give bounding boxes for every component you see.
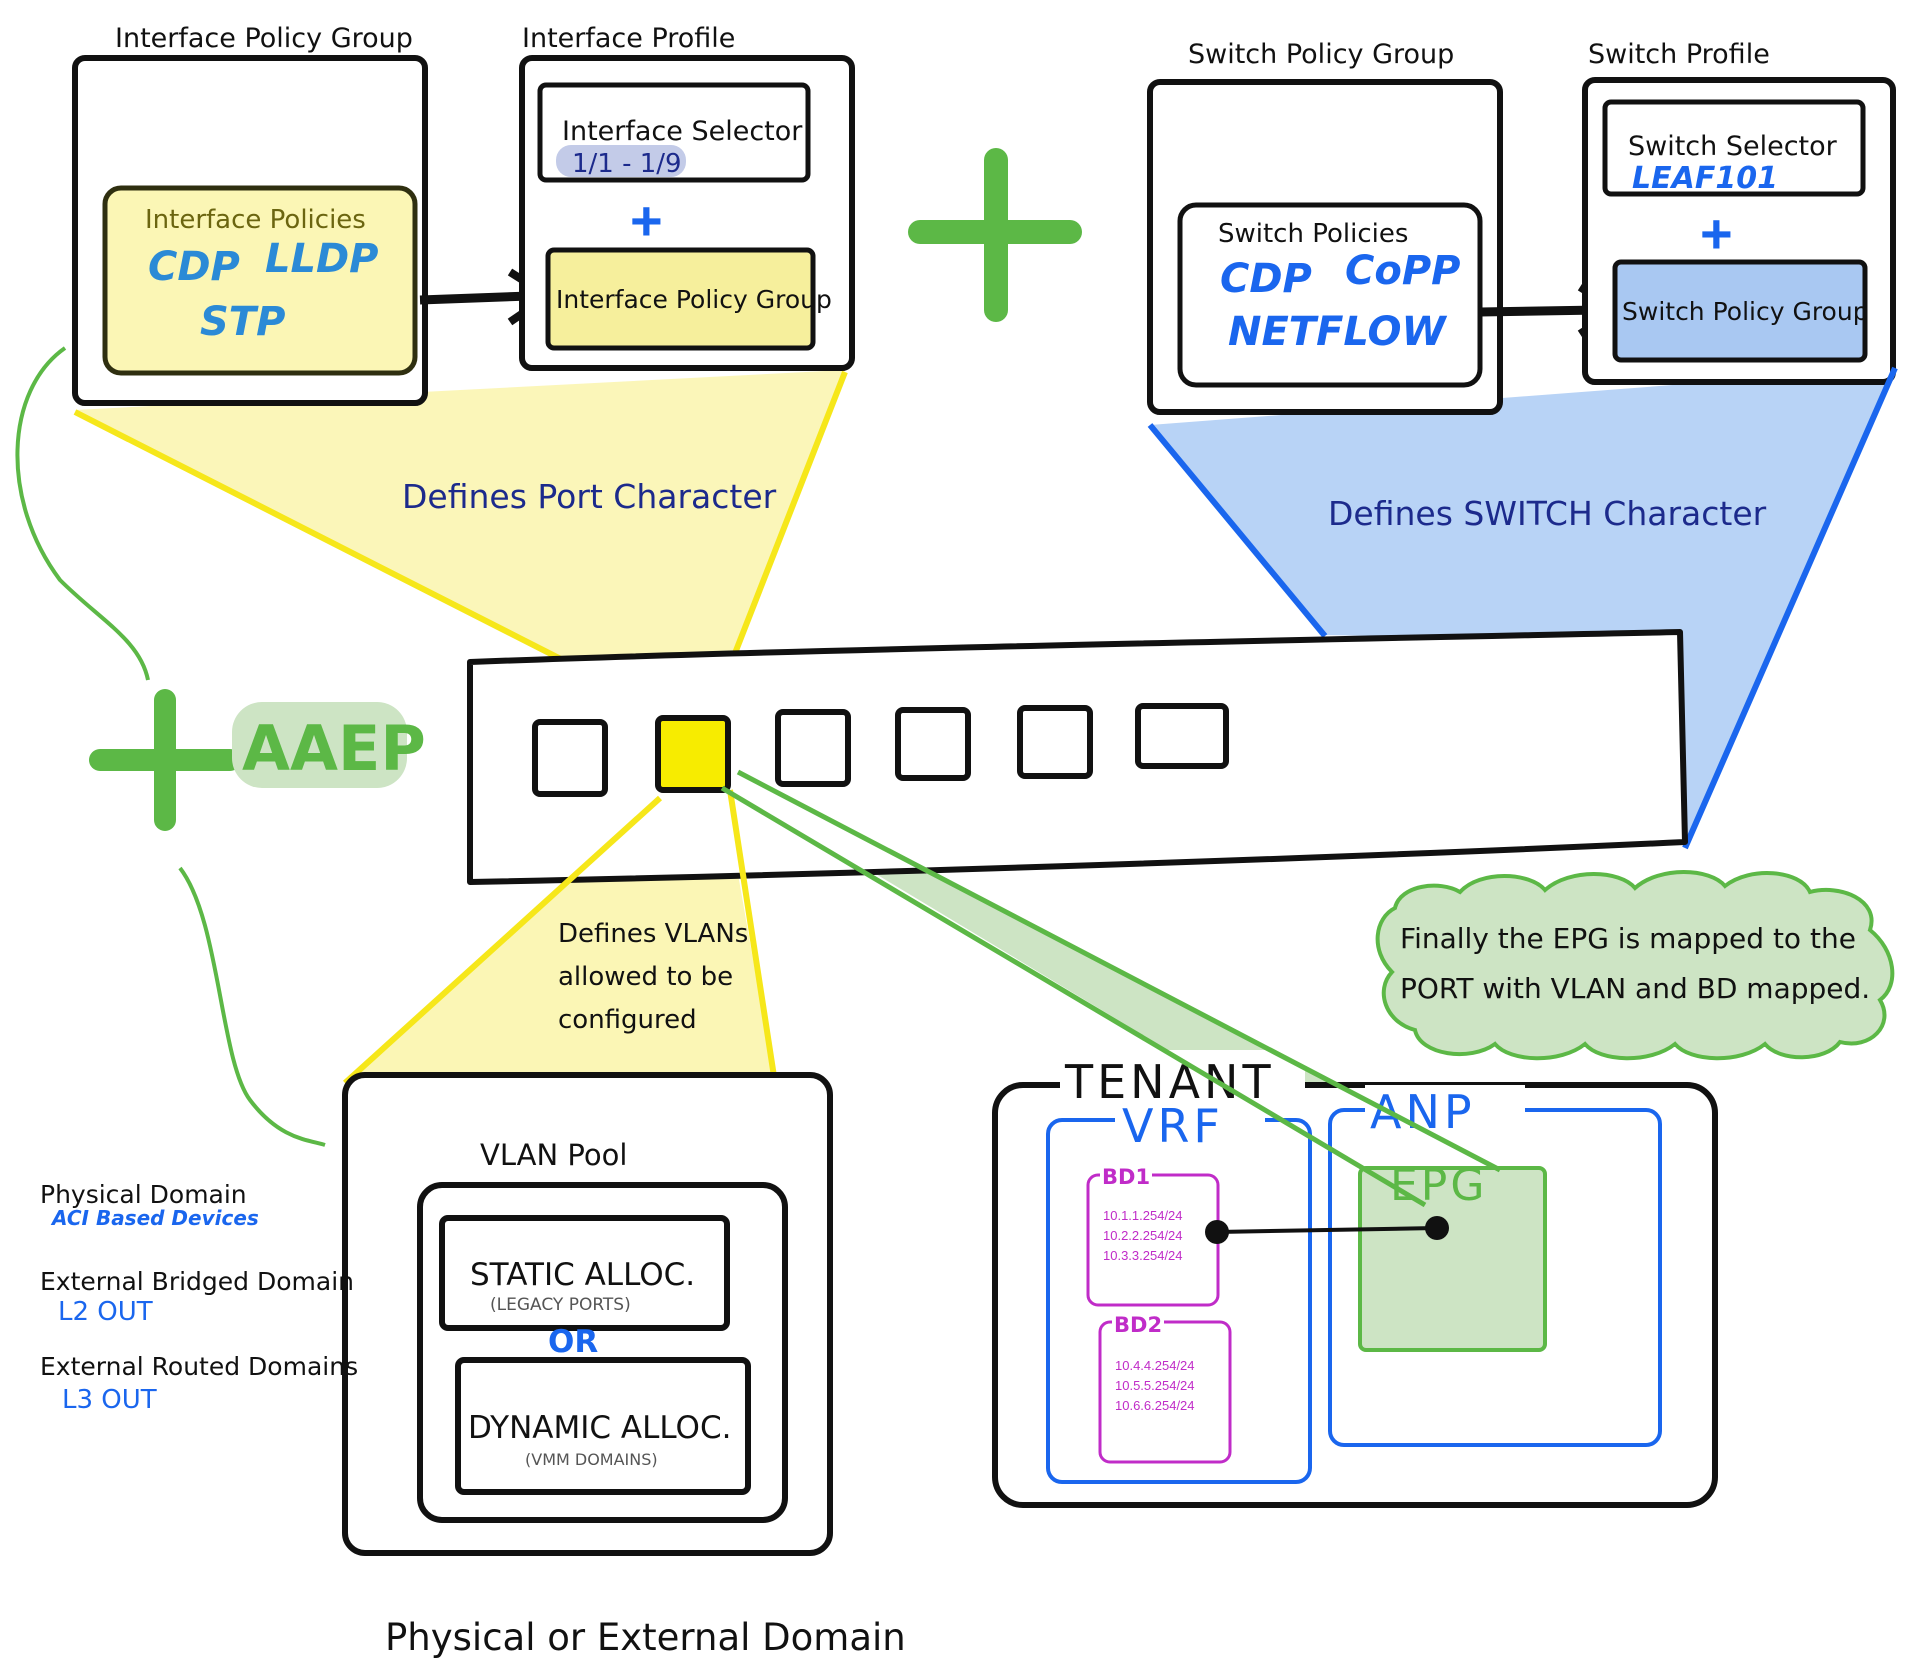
domain-bridged-sub: L2 OUT bbox=[58, 1297, 153, 1327]
domain-title: Physical or External Domain bbox=[385, 1616, 906, 1659]
interface-policy-group-title: Interface Policy Group bbox=[115, 23, 413, 54]
bd2-subnet-3: 10.6.6.254/24 bbox=[1115, 1398, 1195, 1413]
note-line-2: PORT with VLAN and BD mapped. bbox=[1400, 972, 1870, 1005]
defines-port-character: Defines Port Character bbox=[402, 477, 777, 516]
switch-policy-group-title: Switch Policy Group bbox=[1188, 39, 1454, 70]
switch-selector-label: Switch Selector bbox=[1628, 131, 1838, 162]
epg-mapping-line-1 bbox=[720, 785, 1427, 1208]
interface-profile-title: Interface Profile bbox=[522, 23, 735, 54]
switch-region-left-edge bbox=[1147, 423, 1328, 638]
static-alloc-box bbox=[439, 1215, 730, 1331]
switch-port-2-selected bbox=[655, 715, 731, 793]
note-line-1: Finally the EPG is mapped to the bbox=[1400, 922, 1856, 955]
defines-vlans-line-2: allowed to be bbox=[558, 962, 733, 992]
domain-routed-name: External Routed Domains bbox=[40, 1352, 358, 1381]
aaep-link-down bbox=[178, 866, 326, 1147]
interface-policy-group-ref: Interface Policy Group bbox=[556, 285, 832, 314]
interface-profile-plus: + bbox=[630, 189, 663, 252]
interface-policy-stp: STP bbox=[200, 299, 285, 345]
switch-selector-value: LEAF101 bbox=[1632, 161, 1778, 196]
interface-selector-range: 1/1 - 1/9 bbox=[572, 149, 682, 179]
vrf-label-gap bbox=[1115, 1098, 1265, 1148]
interface-policies-box bbox=[102, 185, 418, 376]
note-cloud bbox=[1375, 870, 1895, 1061]
epg-mapping-line-2 bbox=[736, 769, 1502, 1173]
anp-label-gap bbox=[1365, 1085, 1525, 1135]
switch-region-right-edge bbox=[1682, 366, 1898, 850]
alloc-or: OR bbox=[548, 1324, 598, 1360]
interface-arrow-line bbox=[419, 291, 531, 305]
vlan-region-right-edge bbox=[727, 789, 778, 1084]
switch-arrow-line bbox=[1479, 305, 1601, 317]
epg-box bbox=[1358, 1166, 1547, 1352]
vrf-label: VRF bbox=[1122, 1099, 1224, 1153]
interface-policy-lldp: LLDP bbox=[265, 236, 379, 282]
switch-policies-label: Switch Policies bbox=[1218, 219, 1408, 249]
bd2-box bbox=[1098, 1320, 1232, 1464]
interface-selector-label: Interface Selector bbox=[562, 116, 803, 147]
defines-vlans-line-3: configured bbox=[558, 1005, 697, 1035]
switch-policy-group-ref: Switch Policy Group bbox=[1622, 297, 1869, 326]
switch-character-region bbox=[1150, 368, 1895, 848]
switch-port-3 bbox=[775, 709, 851, 787]
switch-policy-netflow: NETFLOW bbox=[1228, 309, 1447, 355]
bd1-label-gap bbox=[1100, 1165, 1152, 1187]
switch-policy-group-ref-box bbox=[1612, 259, 1868, 363]
vlan-region-left-edge bbox=[342, 795, 663, 1086]
interface-policy-group-ref-box bbox=[545, 247, 816, 351]
bd1-label: BD1 bbox=[1102, 1165, 1150, 1189]
bd2-label: BD2 bbox=[1114, 1313, 1162, 1337]
epg-label: EPG bbox=[1390, 1160, 1487, 1211]
domain-physical-name: Physical Domain bbox=[40, 1180, 247, 1209]
aaep-badge bbox=[232, 702, 407, 788]
bd-epg-connector bbox=[1216, 1226, 1438, 1234]
bd2-label-gap bbox=[1112, 1312, 1164, 1334]
dynamic-alloc-label: DYNAMIC ALLOC. bbox=[468, 1410, 731, 1446]
domain-bridged-name: External Bridged Domain bbox=[40, 1267, 354, 1296]
bd2-subnet-1: 10.4.4.254/24 bbox=[1115, 1358, 1195, 1373]
port-character-region bbox=[75, 370, 845, 710]
switch-profile-title: Switch Profile bbox=[1588, 39, 1770, 70]
interface-policy-cdp: CDP bbox=[148, 244, 240, 290]
defines-switch-character: Defines SWITCH Character bbox=[1328, 494, 1767, 533]
interface-policies-label: Interface Policies bbox=[145, 205, 366, 235]
dynamic-alloc-box bbox=[455, 1357, 751, 1495]
aaep-link-up bbox=[15, 346, 150, 681]
switch-profile-plus: + bbox=[1700, 202, 1733, 265]
vlan-pool-label: VLAN Pool bbox=[480, 1138, 627, 1172]
bd1-subnet-3: 10.3.3.254/24 bbox=[1103, 1248, 1183, 1263]
bd1-subnet-2: 10.2.2.254/24 bbox=[1103, 1228, 1183, 1243]
switch-port-6 bbox=[1135, 703, 1229, 769]
defines-vlans-line-1: Defines VLANs bbox=[558, 919, 748, 949]
switch-port-5 bbox=[1017, 705, 1093, 779]
switch-policies-box bbox=[1177, 202, 1483, 388]
interface-selector-range-highlight bbox=[556, 145, 686, 177]
bd2-subnet-2: 10.5.5.254/24 bbox=[1115, 1378, 1195, 1393]
static-alloc-sub: (LEGACY PORTS) bbox=[490, 1295, 631, 1315]
bd-connector-dot bbox=[1205, 1220, 1229, 1244]
switch-policy-cdp: CDP bbox=[1220, 256, 1312, 302]
switch-port-1 bbox=[532, 719, 608, 797]
switch-selector-box bbox=[1602, 99, 1866, 197]
switch-port-4 bbox=[895, 707, 971, 781]
bd1-subnet-1: 10.1.1.254/24 bbox=[1103, 1208, 1183, 1223]
static-alloc-label: STATIC ALLOC. bbox=[470, 1257, 695, 1293]
dynamic-alloc-sub: (VMM DOMAINS) bbox=[525, 1450, 658, 1469]
domain-routed-sub: L3 OUT bbox=[62, 1385, 157, 1415]
domain-physical-sub: ACI Based Devices bbox=[50, 1206, 259, 1230]
switch-policy-copp: CoPP bbox=[1345, 248, 1460, 294]
epg-connector-dot bbox=[1425, 1216, 1449, 1240]
aaep-label: AAEP bbox=[242, 712, 426, 785]
